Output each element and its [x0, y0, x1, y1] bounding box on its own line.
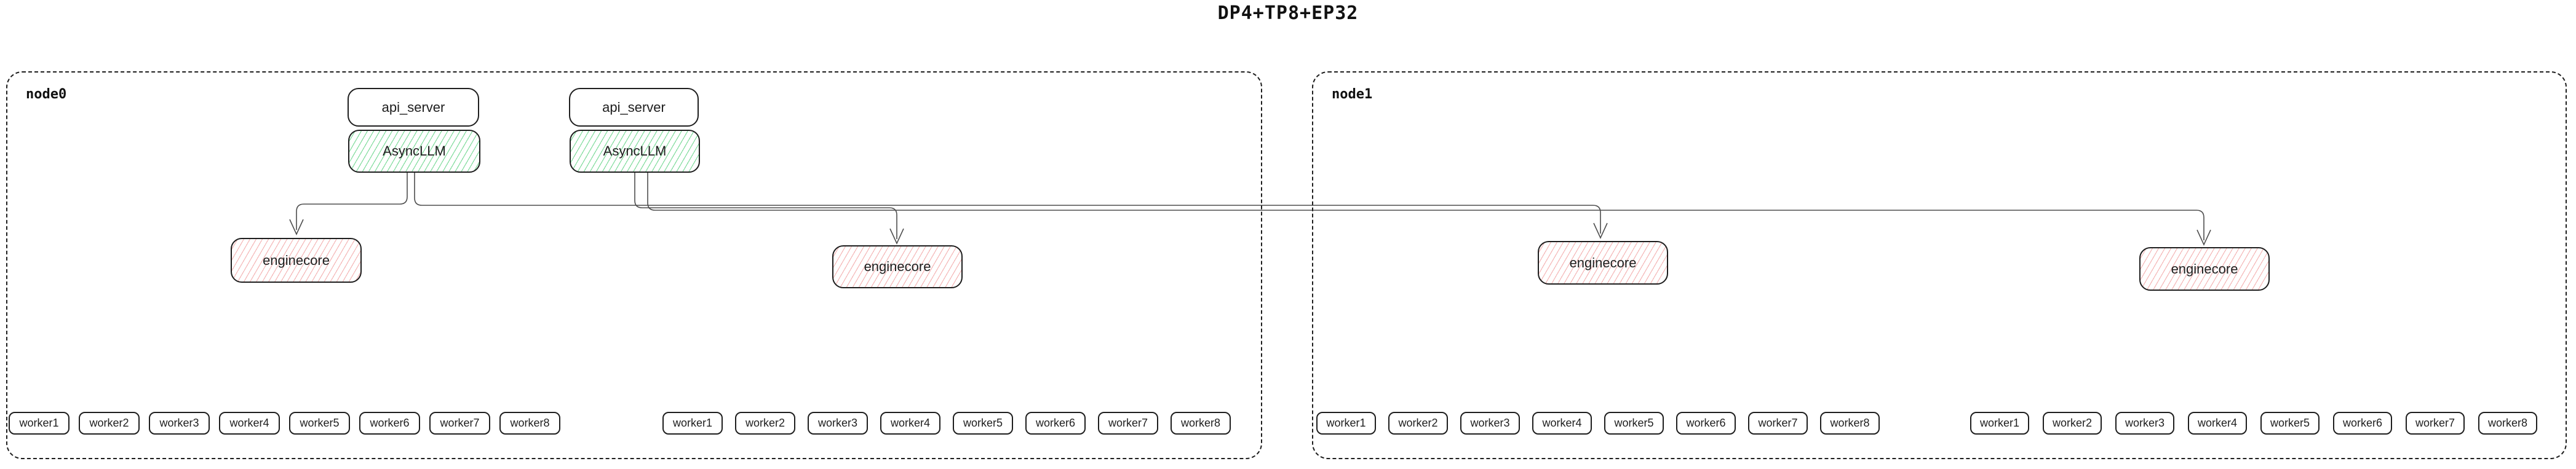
- worker-box-node1-g1-worker7: worker7: [1748, 412, 1808, 435]
- worker-box-node1-g1-worker4: worker4: [1532, 412, 1592, 435]
- worker-box-node0-g2-worker5: worker5: [953, 412, 1013, 435]
- worker-box-node0-g1-worker1: worker1: [9, 412, 70, 435]
- worker-box-node1-g2-worker7: worker7: [2406, 412, 2465, 435]
- worker-box-node1-g2-worker3: worker3: [2115, 412, 2174, 435]
- api-server-1-box: api_server: [348, 88, 479, 127]
- node-container-node0: [6, 71, 1262, 459]
- node-label-node1: node1: [1332, 87, 1373, 102]
- worker-box-node1-g1-worker6: worker6: [1676, 412, 1736, 435]
- worker-box-node0-g1-worker3: worker3: [149, 412, 210, 435]
- asyncllm-1-box: AsyncLLM: [348, 130, 480, 173]
- worker-box-node1-g2-worker4: worker4: [2188, 412, 2247, 435]
- worker-box-node1-g2-worker8: worker8: [2478, 412, 2537, 435]
- worker-box-node0-g2-worker4: worker4: [880, 412, 940, 435]
- worker-box-node0-g2-worker2: worker2: [735, 412, 795, 435]
- worker-box-node1-g1-worker5: worker5: [1604, 412, 1664, 435]
- worker-box-node1-g1-worker8: worker8: [1820, 412, 1880, 435]
- worker-box-node0-g1-worker7: worker7: [429, 412, 490, 435]
- asyncllm-2-box: AsyncLLM: [570, 130, 700, 173]
- worker-box-node0-g1-worker4: worker4: [219, 412, 280, 435]
- worker-box-node1-g1-worker1: worker1: [1316, 412, 1376, 435]
- worker-box-node1-g2-worker6: worker6: [2333, 412, 2392, 435]
- diagram-title: DP4+TP8+EP32: [1217, 2, 1359, 24]
- enginecore-node0-2-box: enginecore: [832, 245, 963, 288]
- worker-box-node0-g2-worker8: worker8: [1171, 412, 1231, 435]
- worker-box-node0-g2-worker6: worker6: [1025, 412, 1086, 435]
- worker-box-node1-g2-worker5: worker5: [2260, 412, 2320, 435]
- enginecore-node1-2-box: enginecore: [2139, 247, 2270, 291]
- enginecore-node0-1-box: enginecore: [231, 238, 362, 283]
- worker-box-node1-g1-worker3: worker3: [1460, 412, 1520, 435]
- node-label-node0: node0: [26, 87, 67, 102]
- node-container-node1: [1312, 71, 2567, 459]
- worker-box-node0-g1-worker6: worker6: [359, 412, 420, 435]
- api-server-2-box: api_server: [569, 88, 699, 127]
- worker-box-node0-g2-worker7: worker7: [1098, 412, 1158, 435]
- worker-box-node0-g2-worker1: worker1: [662, 412, 723, 435]
- worker-box-node1-g2-worker1: worker1: [1970, 412, 2029, 435]
- worker-box-node0-g2-worker3: worker3: [808, 412, 868, 435]
- worker-box-node0-g1-worker2: worker2: [79, 412, 140, 435]
- worker-box-node0-g1-worker8: worker8: [499, 412, 560, 435]
- worker-box-node0-g1-worker5: worker5: [289, 412, 350, 435]
- worker-box-node1-g1-worker2: worker2: [1388, 412, 1448, 435]
- enginecore-node1-1-box: enginecore: [1538, 241, 1668, 285]
- worker-box-node1-g2-worker2: worker2: [2043, 412, 2102, 435]
